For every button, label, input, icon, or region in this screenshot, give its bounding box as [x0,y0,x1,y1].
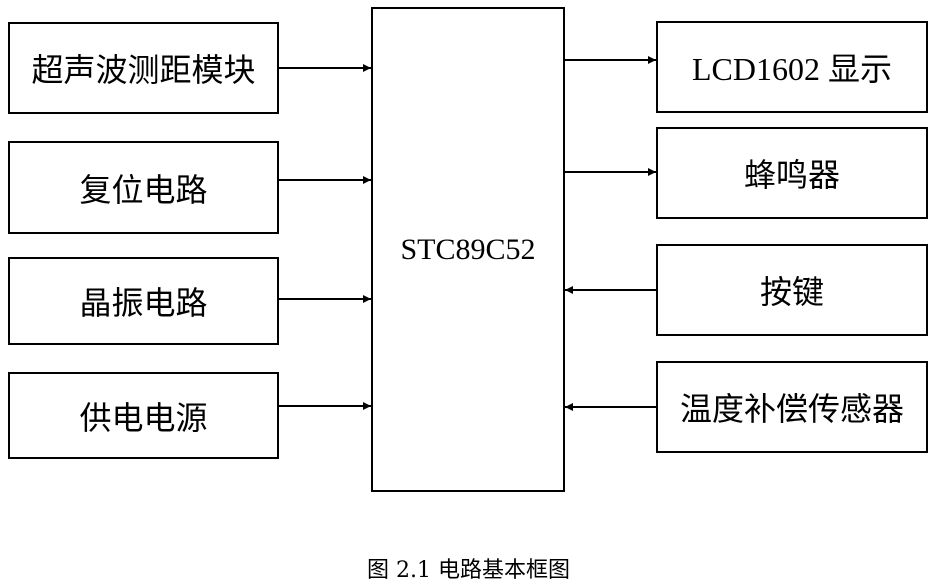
reset-circuit-label: 复位电路 [79,170,208,209]
buzzer-block: 蜂鸣器 [656,127,928,219]
reset-circuit-block: 复位电路 [8,141,279,234]
lcd-display-block: LCD1602 显示 [656,21,928,113]
ultrasonic-module-label: 超声波测距模块 [31,51,256,89]
power-supply-label: 供电电源 [79,398,208,437]
lcd-display-label: LCD1602 显示 [691,51,892,87]
buzzer-label: 蜂鸣器 [743,156,840,194]
temp-sensor-block: 温度补偿传感器 [656,361,928,453]
keys-label: 按键 [759,273,824,311]
temp-sensor-label: 温度补偿传感器 [679,390,904,428]
mcu-block: STC89C52 [371,7,565,492]
power-supply-block: 供电电源 [8,372,279,459]
mcu-label: STC89C52 [400,232,536,266]
crystal-circuit-block: 晶振电路 [8,257,279,345]
crystal-circuit-label: 晶振电路 [79,284,208,322]
figure-caption: 图 2.1 电路基本框图 [367,558,570,583]
ultrasonic-module-block: 超声波测距模块 [8,22,279,114]
keys-block: 按键 [656,244,928,336]
